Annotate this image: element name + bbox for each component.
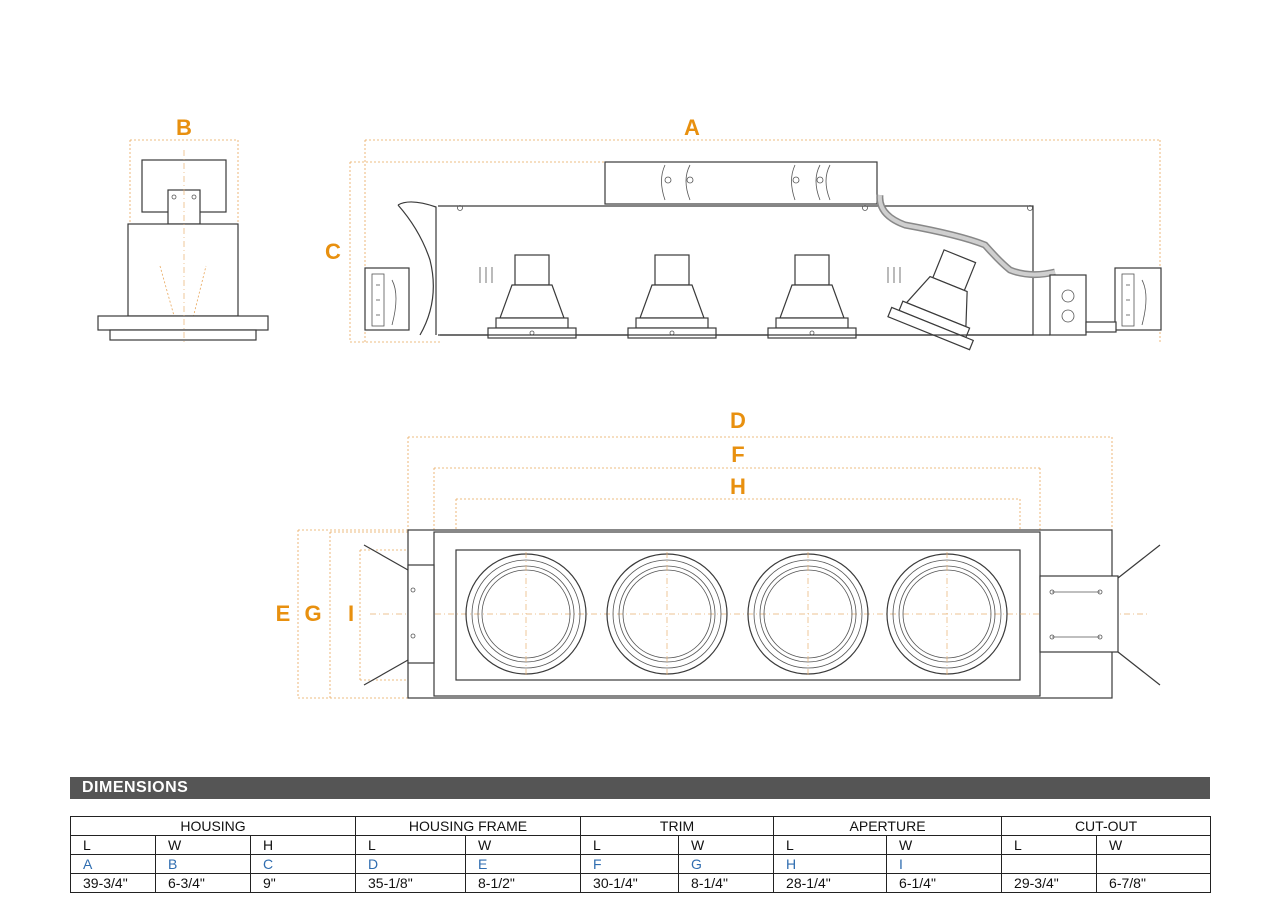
table-group-row: HOUSING HOUSING FRAME TRIM APERTURE CUT-…: [69, 816, 1212, 836]
subheader-cell: W: [155, 835, 251, 855]
letter-cell: E: [465, 854, 582, 874]
subheader-cell: W: [678, 835, 775, 855]
letter-cell: D: [355, 854, 467, 874]
table-letter-row: A B C D E F G H I: [70, 854, 1212, 874]
dim-label-a: A: [684, 115, 700, 140]
end-view: B: [97, 115, 269, 345]
subheader-cell: H: [249, 835, 357, 855]
dimensions-header-bar: DIMENSIONS: [70, 777, 1210, 799]
letter-cell: H: [773, 854, 888, 874]
value-cell: 8-1/2": [465, 873, 582, 893]
value-cell: 30-1/4": [580, 873, 680, 893]
value-cell: 28-1/4": [773, 873, 888, 893]
letter-cell: [1096, 854, 1212, 874]
letter-cell: [1001, 854, 1098, 874]
value-cell: 29-3/4": [1001, 873, 1098, 893]
value-cell: 9": [249, 873, 357, 893]
dim-label-g: G: [304, 601, 321, 626]
letter-cell: I: [886, 854, 1003, 874]
dim-label-e: E: [276, 601, 291, 626]
subheader-cell: W: [465, 835, 582, 855]
table-subheader-row: L W H L W L W L W L W: [70, 835, 1212, 855]
subheader-cell: L: [355, 835, 467, 855]
letter-cell: G: [678, 854, 775, 874]
letter-cell: C: [249, 854, 357, 874]
group-housing: HOUSING: [69, 816, 357, 836]
letter-cell: B: [155, 854, 251, 874]
dim-label-i: I: [348, 601, 354, 626]
value-cell: 6-7/8": [1096, 873, 1212, 893]
group-trim: TRIM: [580, 816, 775, 836]
subheader-cell: L: [773, 835, 888, 855]
group-aperture: APERTURE: [773, 816, 1003, 836]
value-cell: 39-3/4": [70, 873, 156, 893]
subheader-cell: W: [1096, 835, 1212, 855]
dim-label-b: B: [176, 115, 192, 140]
dim-label-f: F: [731, 442, 744, 467]
dimensions-table: HOUSING HOUSING FRAME TRIM APERTURE CUT-…: [69, 816, 1212, 893]
technical-drawing: B A C: [97, 115, 1162, 699]
subheader-cell: L: [70, 835, 156, 855]
group-cut-out: CUT-OUT: [1001, 816, 1212, 836]
table-value-row: 39-3/4" 6-3/4" 9" 35-1/8" 8-1/2" 30-1/4"…: [70, 873, 1212, 893]
letter-cell: F: [580, 854, 680, 874]
group-housing-frame: HOUSING FRAME: [355, 816, 582, 836]
subheader-cell: W: [886, 835, 1003, 855]
value-cell: 8-1/4": [678, 873, 775, 893]
value-cell: 6-1/4": [886, 873, 1003, 893]
value-cell: 6-3/4": [155, 873, 251, 893]
side-elevation: A C: [325, 115, 1162, 351]
dim-label-h: H: [730, 474, 746, 499]
dimensions-title: DIMENSIONS: [82, 779, 189, 796]
dim-label-c: C: [325, 239, 341, 264]
dim-label-d: D: [730, 408, 746, 433]
subheader-cell: L: [580, 835, 680, 855]
plan-view: D F H E G I: [276, 408, 1161, 699]
subheader-cell: L: [1001, 835, 1098, 855]
value-cell: 35-1/8": [355, 873, 467, 893]
letter-cell: A: [70, 854, 156, 874]
